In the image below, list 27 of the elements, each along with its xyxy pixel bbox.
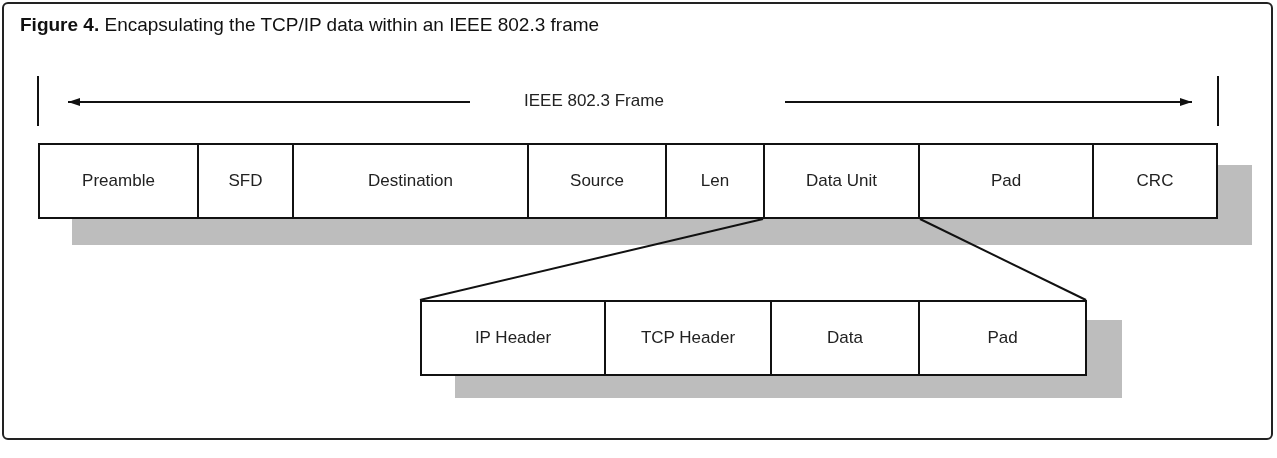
frame-field [604,300,772,376]
field-name: SFD [228,171,263,191]
field-name: Data Unit [806,171,877,191]
expansion-line [919,218,1087,301]
expansion-line [419,218,764,301]
frame-field [197,143,294,219]
frame-field [918,143,1094,219]
frame-field [770,300,920,376]
field-name: TCP Header [640,328,736,348]
frame-field [527,143,667,219]
field-name: IP Header [474,328,552,348]
frame-field [38,143,199,219]
field-name: Pad [990,171,1022,191]
field-name: CRC [1136,171,1174,191]
field-name: Len [700,171,730,191]
frame-field [665,143,765,219]
field-name: Pad [987,328,1018,348]
frame-field [918,300,1087,376]
frame-field [763,143,920,219]
field-name: Source [570,171,624,191]
field-name: Data [827,328,863,348]
frame-field [292,143,529,219]
frame-field [420,300,606,376]
field-name: Preamble [82,171,155,191]
field-name: Destination [367,171,454,191]
frame-field [1092,143,1218,219]
figure-title: Figure 4. Encapsulating the TCP/IP data within an IEEE 802.3 frame [20,14,600,36]
